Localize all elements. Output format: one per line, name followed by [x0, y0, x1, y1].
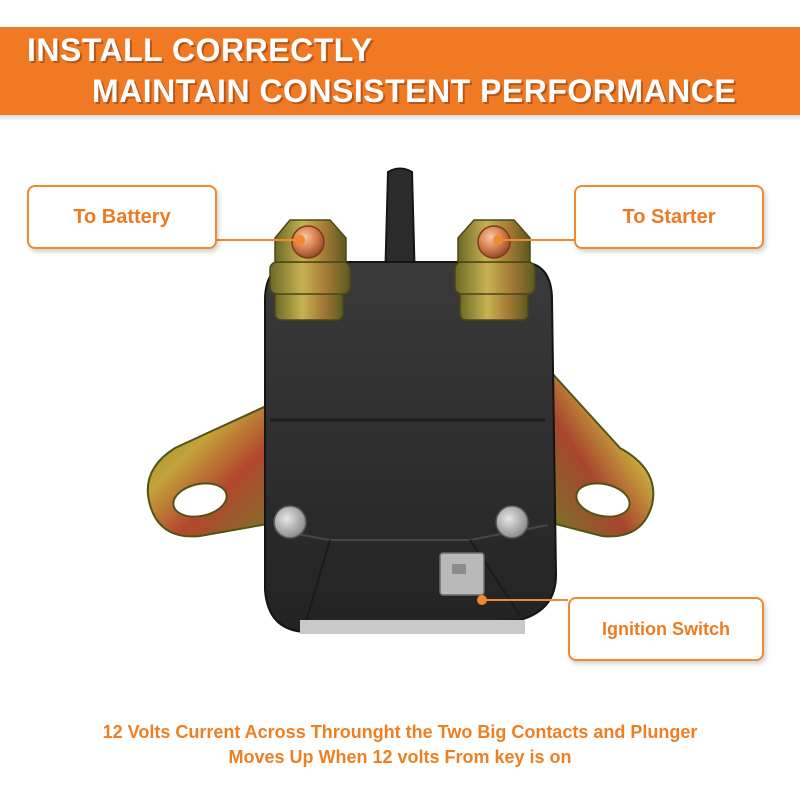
starter-terminal	[454, 219, 536, 321]
solenoid-housing	[264, 261, 558, 634]
battery-label: To Battery	[27, 185, 217, 249]
starter-leader-line	[498, 239, 574, 241]
rivet-right	[495, 505, 529, 539]
banner-headline-1: INSTALL CORRECTLY	[27, 32, 373, 68]
banner-headline-2: MAINTAIN CONSISTENT PERFORMANCE	[92, 73, 737, 109]
banner-shadow	[0, 115, 800, 121]
header-banner	[0, 27, 800, 115]
battery-terminal	[269, 219, 351, 321]
battery-leader-line	[213, 239, 300, 241]
starter-label: To Starter	[574, 185, 764, 249]
caption-line-2: Moves Up When 12 volts From key is on	[228, 747, 572, 767]
ignition-leader-line	[482, 599, 568, 601]
rivet-left	[273, 505, 307, 539]
battery-pointer-dot	[295, 235, 305, 245]
ignition-switch-label: Ignition Switch	[568, 597, 764, 661]
caption-line-1: 12 Volts Current Across Throunght the Tw…	[102, 722, 698, 742]
mounting-bracket-left	[146, 393, 291, 538]
mounting-bracket-right	[539, 357, 655, 538]
